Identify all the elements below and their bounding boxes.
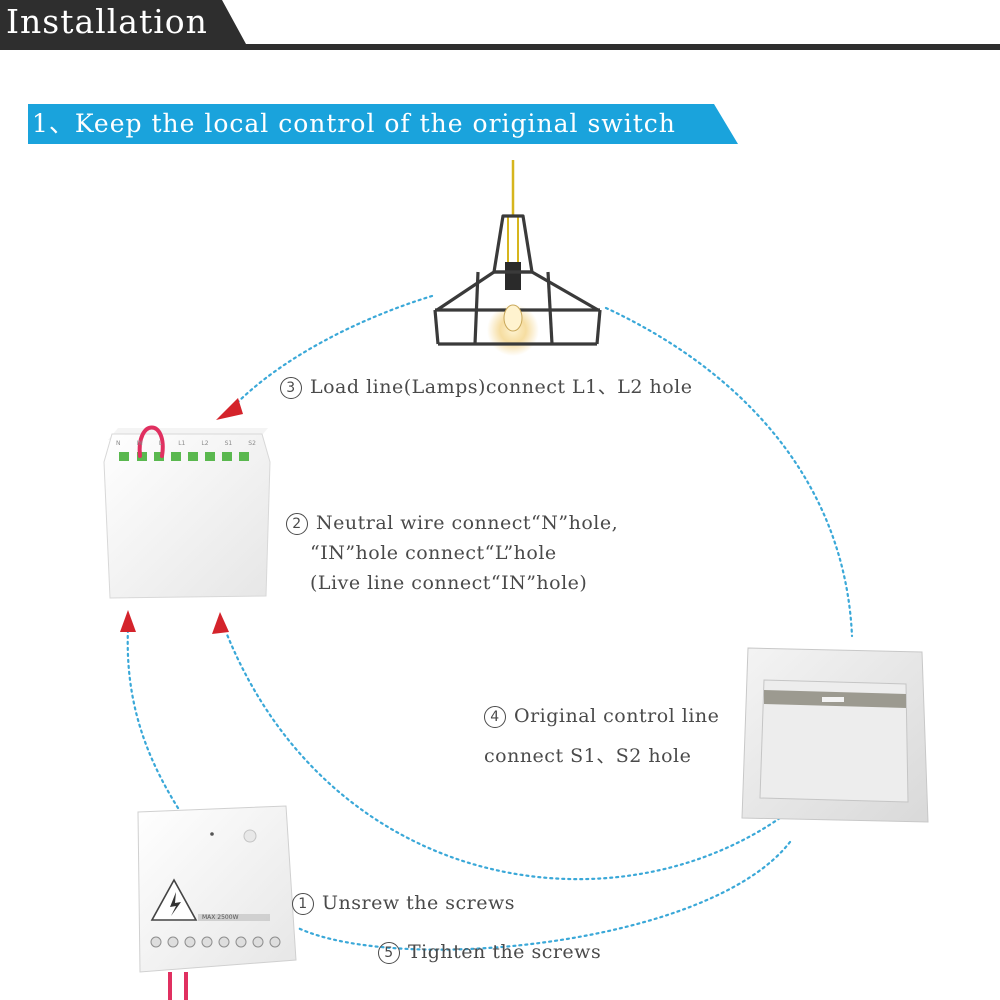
step-2-line-1: Neutral wire connect“N”hole,	[316, 512, 619, 534]
step-4-line-2: connect S1、S2 hole	[484, 745, 692, 767]
step-3-text: Load line(Lamps)connect L1、L2 hole	[310, 376, 693, 398]
module-terminal-labels: N IN L L1 L2 S1 S2	[116, 440, 256, 447]
module-back-icon	[137, 805, 297, 1000]
step-4-label: 4 Original control line connect S1、S2 hol…	[484, 696, 719, 776]
step-3-label: 3 Load line(Lamps)connect L1、L2 hole	[280, 372, 692, 399]
step-5-label: 5 Tighten the screws	[378, 941, 601, 964]
module-rating-label: MAX 2500W	[202, 914, 239, 921]
section-banner	[28, 104, 738, 144]
step-number-badge: 2	[286, 513, 308, 535]
terminal-label: S2	[248, 440, 256, 447]
terminal-label: S1	[224, 440, 233, 447]
step-4-line-1: Original control line	[514, 705, 720, 727]
high-voltage-warning-icon	[150, 878, 198, 921]
step-number-badge: 4	[484, 706, 506, 728]
step-number-badge: 3	[280, 377, 302, 399]
flow-arrow-back-to-module	[126, 626, 180, 810]
flow-arrow-switch-to-module	[224, 630, 782, 881]
step-2-line-3: (Live line connect“IN”hole)	[310, 572, 588, 594]
flow-arrow-lamp-to-switch	[604, 306, 854, 638]
step-number-badge: 5	[378, 942, 400, 964]
terminal-label: IN	[136, 440, 143, 447]
red-arrow-head	[216, 398, 243, 420]
step-2-label: 2 Neutral wire connect“N”hole, “IN”hole c…	[286, 508, 618, 598]
wall-switch-icon	[741, 647, 929, 823]
terminal-label: L	[158, 440, 163, 447]
flow-arrow-switch-to-back	[296, 840, 792, 951]
header-bar	[0, 0, 1000, 50]
step-1-label: 1 Unsrew the screws	[292, 892, 515, 915]
section-title: 1、Keep the local control of the original…	[32, 109, 676, 138]
terminal-label: N	[116, 440, 121, 447]
step-number-badge: 1	[292, 893, 314, 915]
smart-module-icon	[103, 425, 271, 599]
flow-arrow-lamp-to-module	[230, 294, 434, 410]
terminal-label: L2	[201, 440, 209, 447]
red-arrow-head	[120, 610, 136, 632]
step-5-text: Tighten the screws	[408, 941, 602, 963]
pendant-lamp-icon	[433, 160, 602, 356]
red-arrow-head	[212, 612, 229, 634]
terminal-label: L1	[178, 440, 186, 447]
page-title: Installation	[6, 2, 208, 41]
step-2-line-2: “IN”hole connect“L”hole	[310, 542, 557, 564]
step-1-text: Unsrew the screws	[322, 892, 516, 914]
